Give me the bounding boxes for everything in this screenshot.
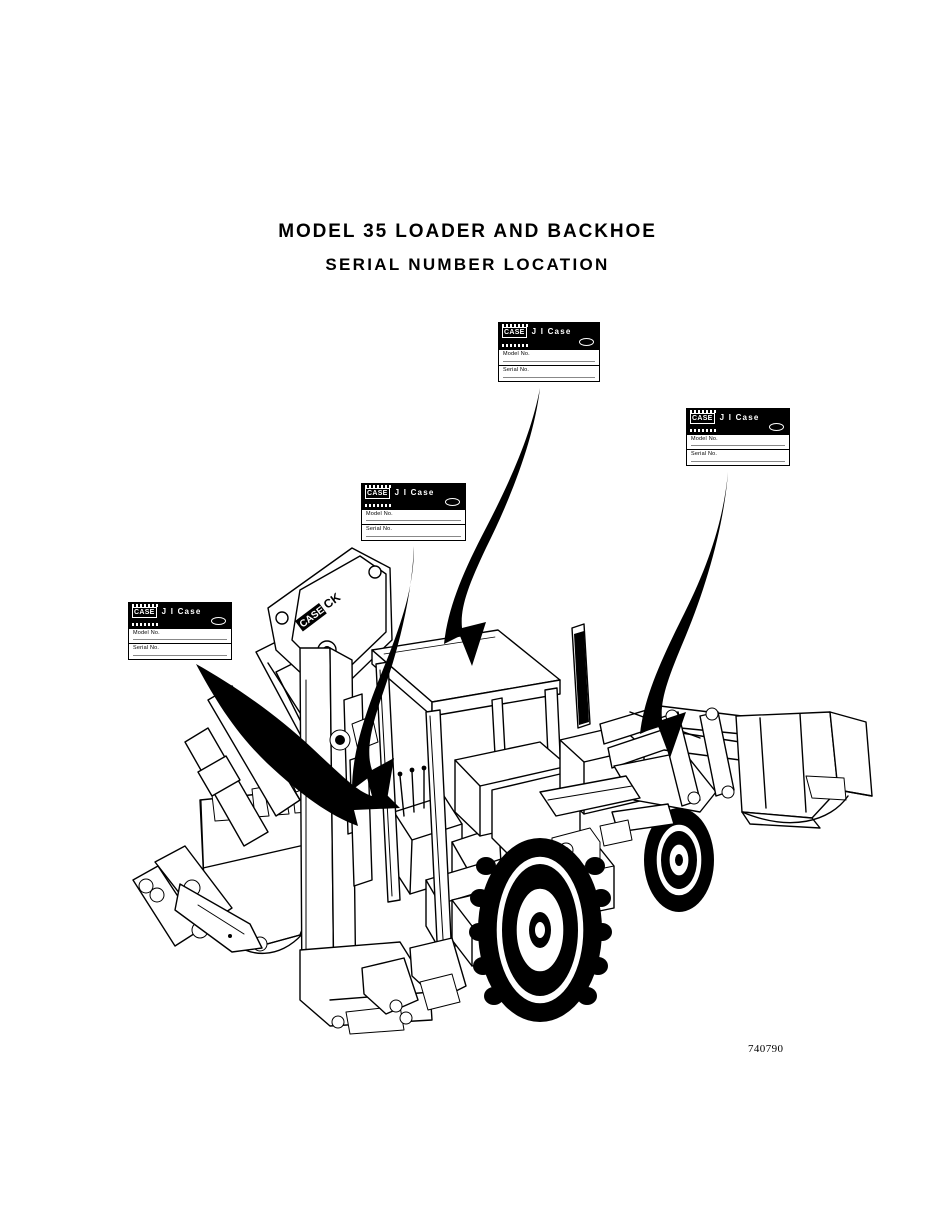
plate-serial-rule: [503, 376, 595, 378]
serial-plate-backhoe: CASE J I Case Model No. Serial No.: [361, 483, 466, 541]
case-logo-text: CASE: [134, 608, 155, 616]
plate-model-label: Model No.: [366, 510, 393, 517]
logo-tick-row-top: [132, 604, 158, 607]
plate-serial-rule: [691, 460, 785, 462]
plate-header: CASE J I Case: [129, 603, 231, 628]
case-logo-text: CASE: [692, 414, 713, 422]
title-line-secondary: SERIAL NUMBER LOCATION: [325, 255, 610, 274]
case-logo-text: CASE: [367, 489, 388, 497]
serial-plate-loader: CASE J I Case Model No. Serial No.: [686, 408, 790, 466]
canopy-roof: [371, 629, 561, 717]
plate-row-model: Model No.: [687, 433, 789, 450]
plate-oval-mark: [211, 616, 226, 625]
case-logo: CASE: [690, 410, 716, 432]
backhoe-tower: [299, 647, 433, 1035]
plate-model-label: Model No.: [503, 350, 530, 357]
plate-brand-text: J I Case: [161, 607, 202, 616]
serial-plate-engine: CASE J I Case Model No. Serial No.: [128, 602, 232, 660]
plate-brand-text: J I Case: [531, 327, 572, 336]
arrow-engine: [196, 664, 400, 826]
logo-tick-row-bottom: [690, 428, 716, 432]
plate-row-model: Model No.: [129, 627, 231, 644]
arrow-backhoe: [352, 546, 414, 806]
plate-model-label: Model No.: [691, 435, 718, 442]
plate-row-model: Model No.: [362, 508, 465, 525]
arrow-loader: [640, 472, 728, 758]
logo-tick-row-bottom: [132, 622, 158, 626]
plate-oval-mark: [769, 422, 784, 431]
loader-arms: [539, 705, 743, 817]
stabilizer-legs: [361, 937, 467, 1015]
page-title: MODEL 35 LOADER AND BACKHOE SERIAL NUMBE…: [0, 222, 935, 273]
case-logo: CASE: [132, 604, 158, 626]
operator-controls: [391, 763, 517, 951]
rear-wheel: [469, 838, 612, 1022]
front-axle: [599, 803, 675, 847]
plate-model-rule: [366, 520, 461, 522]
plate-header: CASE J I Case: [687, 409, 789, 434]
plate-brand-text: J I Case: [394, 488, 435, 497]
logo-tick-row-top: [365, 485, 391, 488]
plate-row-serial: Serial No.: [129, 643, 231, 659]
plate-serial-rule: [133, 654, 227, 656]
serial-plate-transmission: CASE J I Case Model No. Serial No.: [498, 322, 600, 382]
logo-tick-row-top: [690, 410, 716, 413]
backhoe-cylinders: [132, 685, 301, 953]
case-logo-text: CASE: [504, 328, 525, 336]
plate-oval-mark: [579, 337, 594, 346]
tractor-body: [451, 623, 645, 967]
case-logo: CASE: [365, 485, 391, 507]
svg-text:CK: CK: [321, 590, 344, 612]
svg-text:CASE: CASE: [298, 605, 327, 631]
plate-header: CASE J I Case: [362, 484, 465, 509]
logo-tick-row-top: [502, 324, 528, 327]
plate-oval-mark: [445, 497, 460, 506]
plate-row-model: Model No.: [499, 348, 599, 365]
plate-row-serial: Serial No.: [687, 449, 789, 465]
loader-bucket: [735, 711, 873, 829]
plate-model-label: Model No.: [133, 629, 160, 636]
plate-model-rule: [691, 445, 785, 447]
plate-serial-label: Serial No.: [133, 645, 160, 652]
figure-number: 740790: [748, 1043, 784, 1055]
logo-tick-row-bottom: [502, 343, 528, 347]
plate-row-serial: Serial No.: [362, 524, 465, 540]
plate-serial-rule: [366, 535, 461, 537]
plate-model-rule: [133, 639, 227, 641]
backhoe-dipper-arm: [255, 635, 353, 793]
backhoe-boom: CASE CK: [267, 547, 393, 701]
backhoe-bucket: [199, 782, 331, 955]
plate-row-serial: Serial No.: [499, 364, 599, 381]
plate-serial-label: Serial No.: [691, 451, 718, 458]
boom-decal-case-ck: CASE CK: [295, 590, 344, 632]
plate-serial-label: Serial No.: [503, 366, 530, 373]
plate-header: CASE J I Case: [499, 323, 599, 349]
logo-tick-row-bottom: [365, 503, 391, 507]
plate-brand-text: J I Case: [719, 413, 760, 422]
front-wheel: [644, 808, 714, 912]
title-line-primary: MODEL 35 LOADER AND BACKHOE: [278, 221, 657, 242]
canopy-posts: [375, 661, 567, 963]
plate-model-rule: [503, 360, 595, 362]
plate-serial-label: Serial No.: [366, 526, 393, 533]
case-logo: CASE: [502, 324, 528, 347]
